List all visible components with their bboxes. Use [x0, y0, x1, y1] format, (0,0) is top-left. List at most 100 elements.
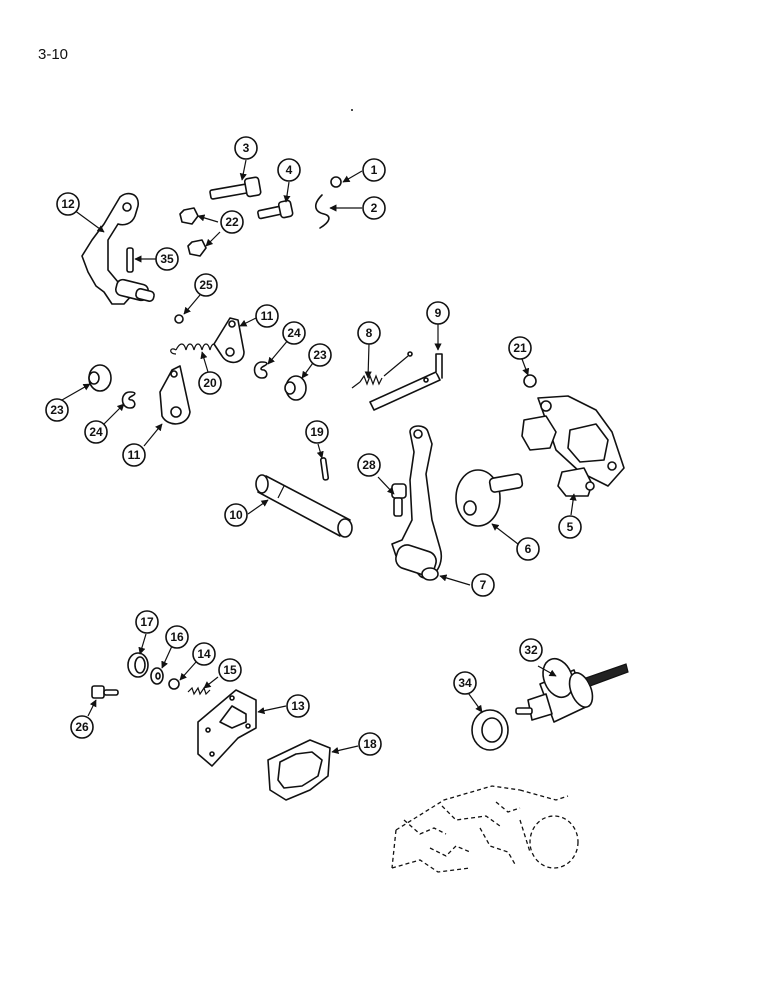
part-bolt-28: [391, 483, 407, 517]
svg-text:21: 21: [513, 341, 527, 355]
part-ball-14: [168, 678, 180, 690]
svg-text:13: 13: [291, 699, 305, 713]
svg-text:15: 15: [223, 663, 237, 677]
callout-22: 22: [220, 210, 244, 234]
part-spring-15: [187, 686, 211, 696]
callout-13: 13: [286, 694, 310, 718]
part-spring-8: [351, 351, 413, 389]
callout-21: 21: [508, 336, 532, 360]
svg-text:35: 35: [160, 252, 174, 266]
part-bolt-26: [91, 685, 119, 699]
part-screw-21: [523, 374, 537, 388]
part-solenoid-32: [515, 657, 629, 723]
engine-housing-outline: [391, 785, 579, 873]
part-pin-35: [126, 247, 134, 273]
part-bracket-arm: [81, 192, 155, 305]
callout-1: 1: [362, 158, 386, 182]
svg-text:23: 23: [313, 348, 327, 362]
svg-text:5: 5: [567, 520, 574, 534]
callout-6: 6: [516, 537, 540, 561]
callout-9: 9: [426, 301, 450, 325]
svg-text:14: 14: [197, 647, 211, 661]
part-nut-34: [471, 709, 509, 751]
callout-12: 12: [56, 192, 80, 216]
svg-text:26: 26: [75, 720, 89, 734]
part-washer-16: [150, 667, 164, 685]
svg-text:16: 16: [170, 630, 184, 644]
part-nut-22b: [187, 239, 207, 257]
part-bolt-3: [209, 176, 262, 200]
svg-text:11: 11: [128, 448, 141, 462]
part-ring-25: [174, 314, 184, 324]
callout-3: 3: [234, 136, 258, 160]
callout-25: 25: [194, 273, 218, 297]
svg-text:28: 28: [362, 458, 376, 472]
callout-5: 5: [558, 515, 582, 539]
callout-15: 15: [218, 658, 242, 682]
svg-text:2: 2: [371, 201, 378, 215]
svg-text:17: 17: [140, 615, 154, 629]
callout-11b: 11: [122, 443, 146, 467]
part-bolt-4: [257, 199, 294, 220]
part-rod-9: [369, 353, 443, 411]
svg-text:34: 34: [458, 676, 472, 690]
part-ball-1: [330, 176, 342, 188]
part-nut-23b: [88, 364, 112, 392]
callout-16: 16: [165, 625, 189, 649]
part-washer-24a: [253, 361, 268, 379]
callout-4: 4: [277, 158, 301, 182]
svg-text:23: 23: [50, 403, 64, 417]
callout-24a: 24: [282, 321, 306, 345]
svg-text:11: 11: [261, 309, 274, 323]
callout-32: 32: [519, 638, 543, 662]
part-bracket-assembly-5: [521, 395, 625, 497]
callout-26: 26: [70, 715, 94, 739]
svg-text:32: 32: [524, 643, 538, 657]
part-ring-17: [127, 652, 149, 678]
part-nut-22a: [179, 207, 199, 225]
part-washer-24b: [121, 391, 136, 409]
part-clip-2: [315, 194, 330, 229]
part-plate-11b: [159, 365, 191, 425]
callout-8: 8: [357, 321, 381, 345]
svg-text:18: 18: [363, 737, 377, 751]
svg-text:12: 12: [61, 197, 75, 211]
svg-text:24: 24: [89, 425, 103, 439]
callout-28: 28: [357, 453, 381, 477]
part-plate-11a: [213, 317, 245, 364]
svg-text:20: 20: [203, 376, 217, 390]
svg-text:1: 1: [371, 163, 378, 177]
svg-text:6: 6: [525, 542, 532, 556]
svg-text:4: 4: [286, 163, 293, 177]
part-disc-6: [455, 469, 524, 527]
callout-34: 34: [453, 671, 477, 695]
part-pin-19: [319, 457, 330, 481]
svg-text:9: 9: [435, 306, 442, 320]
svg-text:10: 10: [229, 508, 243, 522]
svg-text:25: 25: [199, 278, 213, 292]
callout-23b: 23: [45, 398, 69, 422]
page-number: 3-10: [38, 46, 69, 63]
callout-35: 35: [155, 247, 179, 271]
callout-19: 19: [305, 420, 329, 444]
callout-11a: 11: [255, 304, 279, 328]
callout-10: 10: [224, 503, 248, 527]
part-lever-7: [391, 425, 443, 581]
svg-text:8: 8: [366, 326, 373, 340]
callout-23a: 23: [308, 343, 332, 367]
svg-text:7: 7: [480, 578, 487, 592]
svg-text:3: 3: [243, 141, 250, 155]
callout-2: 2: [362, 196, 386, 220]
callout-14: 14: [192, 642, 216, 666]
part-cover-13: [197, 689, 257, 767]
svg-text:19: 19: [310, 425, 324, 439]
callout-24b: 24: [84, 420, 108, 444]
callout-18: 18: [358, 732, 382, 756]
svg-text:22: 22: [225, 215, 239, 229]
part-gasket-18: [267, 739, 331, 801]
part-shaft-10: [255, 474, 353, 538]
callout-7: 7: [471, 573, 495, 597]
callout-20: 20: [198, 371, 222, 395]
svg-text:24: 24: [287, 326, 301, 340]
